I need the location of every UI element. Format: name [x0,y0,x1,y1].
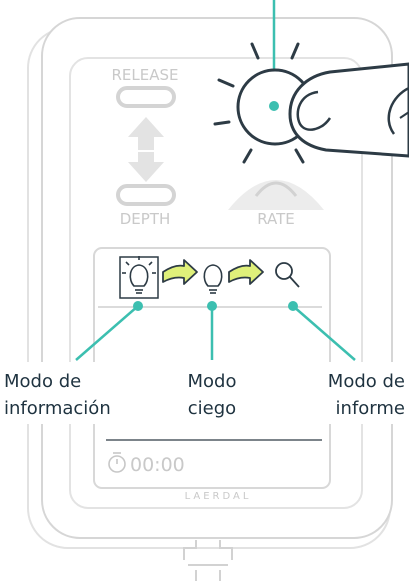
callout-connectors [75,305,356,361]
rate-gauge-inner [254,181,298,197]
bulb-icon [203,264,223,294]
blind-mode-label-line2: ciego [188,398,236,419]
bulb-rays-icon [122,256,156,294]
arrow-right-icon [228,259,264,285]
info-mode-label-line1: Modo de [4,371,81,392]
report-mode-label-line1: Modo de [328,371,405,392]
rate-label: RATE [257,210,295,228]
release-label: RELEASE [112,66,179,84]
timer-text: 00:00 [130,454,185,476]
clock-icon [108,452,126,473]
arrow-right-icon [162,259,198,285]
brand-logo: LAERDAL [185,491,252,502]
touch-point-marker [269,101,279,111]
depth-label: DEPTH [120,210,171,228]
connector-plug [183,540,233,581]
blind-mode-label-line1: Modo [188,371,237,392]
depth-indicator [116,184,176,206]
magnifier-icon [275,262,300,288]
info-mode-label-line2: información [4,398,111,419]
up-down-arrow-icon [128,117,164,182]
report-mode-label-line2: informe [336,398,405,419]
callout-bg-report [314,362,409,424]
callout-dots [133,301,298,311]
rate-gauge-icon [228,180,324,210]
callout-bg-blind [172,362,252,424]
press-rays [213,42,305,164]
device-face-panel [69,57,363,509]
release-indicator [116,86,176,108]
finger-illustration [288,62,409,158]
callout-bg-info [0,362,130,424]
